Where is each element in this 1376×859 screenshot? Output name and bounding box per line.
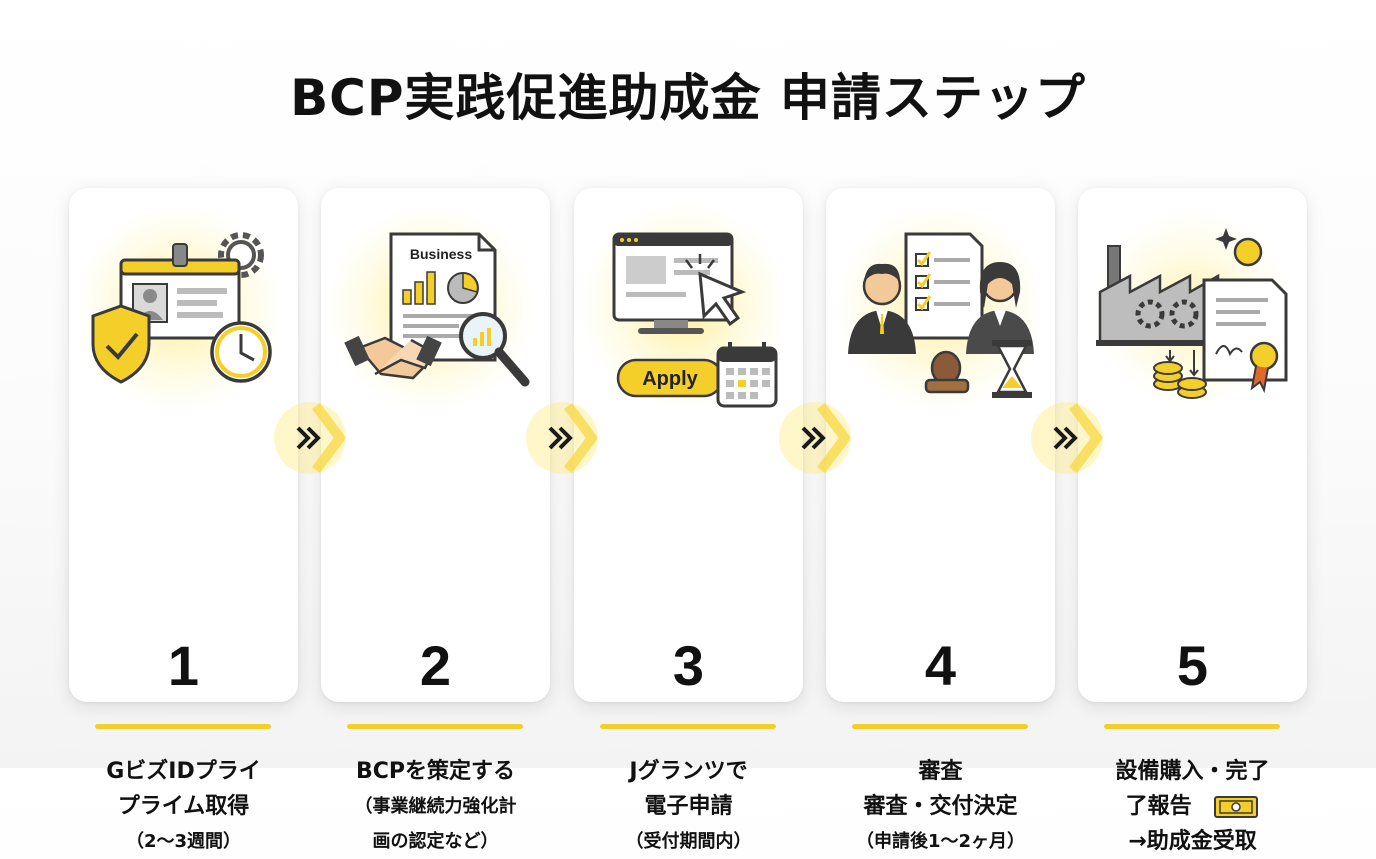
step-text-5: 設備購入・完了 了報告 →助成金受取 [1078,754,1307,859]
step-3-illustration: Apply [579,201,789,411]
step-2-note-2: 画の認定など） [372,831,499,852]
step-card-2: Business 2 BCPを策定する （事業継続力強化計 画の認 [321,188,550,852]
step-1-line-2: プライム取得 [117,794,250,819]
clock-icon [210,321,272,383]
step-arrow-4 [1029,398,1109,478]
step-arrow-3 [777,398,857,478]
step-3-note: （受付期間内） [625,831,752,852]
stamp-icon [924,350,970,394]
step-number-1: 1 [167,634,200,697]
calendar-icon [716,342,778,408]
step-3-line-1: Jグランツで [629,759,748,784]
chevron-right-icon [526,402,598,474]
step-text-3: Jグランツで 電子申請 （受付期間内） [574,754,803,859]
step-card-3: Apply 3 Jグランツで 電子申請 （受付期間内） [574,188,803,852]
step-2-line-1: BCPを策定する [355,759,516,784]
step-number-3: 3 [672,634,705,697]
step-card-4: 4 審査 審査・交付決定 （申請後1〜2ヶ月） [826,188,1055,852]
chevron-right-icon [1031,402,1103,474]
handshake-icon [344,335,442,380]
step-arrow-2 [524,398,604,478]
page-title: BCP実践促進助成金 申請ステップ [290,69,1086,127]
step-number-5: 5 [1176,634,1209,697]
step-text-4: 審査 審査・交付決定 （申請後1〜2ヶ月） [826,754,1055,859]
step-5-illustration [1092,208,1292,408]
step-4-note: （申請後1〜2ヶ月） [855,831,1026,852]
step-card-1: 1 GビズIDプライ プライム取得 （2〜3週間） [69,188,298,852]
businessman-icon [848,263,916,354]
step-divider-3 [600,724,776,729]
document-label: Business [410,246,472,262]
business-document-icon: Business [389,232,497,362]
step-text-1: GビズIDプライ プライム取得 （2〜3週間） [69,754,298,859]
apply-label: Apply [642,368,698,390]
step-1-note: （2〜3週間） [125,831,242,852]
chevron-right-icon [779,402,851,474]
step-1-illustration [74,203,284,413]
shield-check-icon [91,304,151,384]
step-5-line-1: 設備購入・完了 [1115,759,1270,784]
cursor-icon [685,254,747,327]
step-5-line-2: 了報告 [1078,789,1307,824]
step-divider-1 [95,724,271,729]
checklist-icon [904,232,984,340]
certificate-icon [1202,278,1288,394]
chevron-right-icon [274,402,346,474]
apply-button-icon: Apply [616,358,724,398]
step-2-note-1: （事業継続力強化計 [354,796,517,817]
step-4-line-2: 審査・交付決定 [863,794,1018,819]
step-4-illustration [835,203,1045,413]
step-5-line-2-text: 了報告 [1125,794,1192,819]
step-card-5: 5 設備購入・完了 了報告 →助成金受取 [1078,188,1307,854]
step-divider-2 [347,724,523,729]
step-number-4: 4 [924,634,957,697]
step-text-2: BCPを策定する （事業継続力強化計 画の認定など） [321,754,550,859]
money-bill-icon [1214,796,1259,818]
step-number-2: 2 [419,634,452,697]
hourglass-icon [992,340,1032,398]
step-1-line-1: GビズIDプライ [106,759,261,784]
step-arrow-1 [272,398,352,478]
step-5-line-3: →助成金受取 [1128,829,1257,854]
factory-icon [1096,245,1222,346]
step-3-line-2: 電子申請 [644,794,733,819]
step-4-line-1: 審査 [918,759,963,784]
magnifier-icon [459,312,530,387]
step-divider-4 [852,724,1028,729]
step-2-illustration: Business [326,203,536,413]
coins-icon [1153,237,1263,399]
sparkle-icon [1215,228,1237,250]
step-divider-5 [1104,724,1280,729]
